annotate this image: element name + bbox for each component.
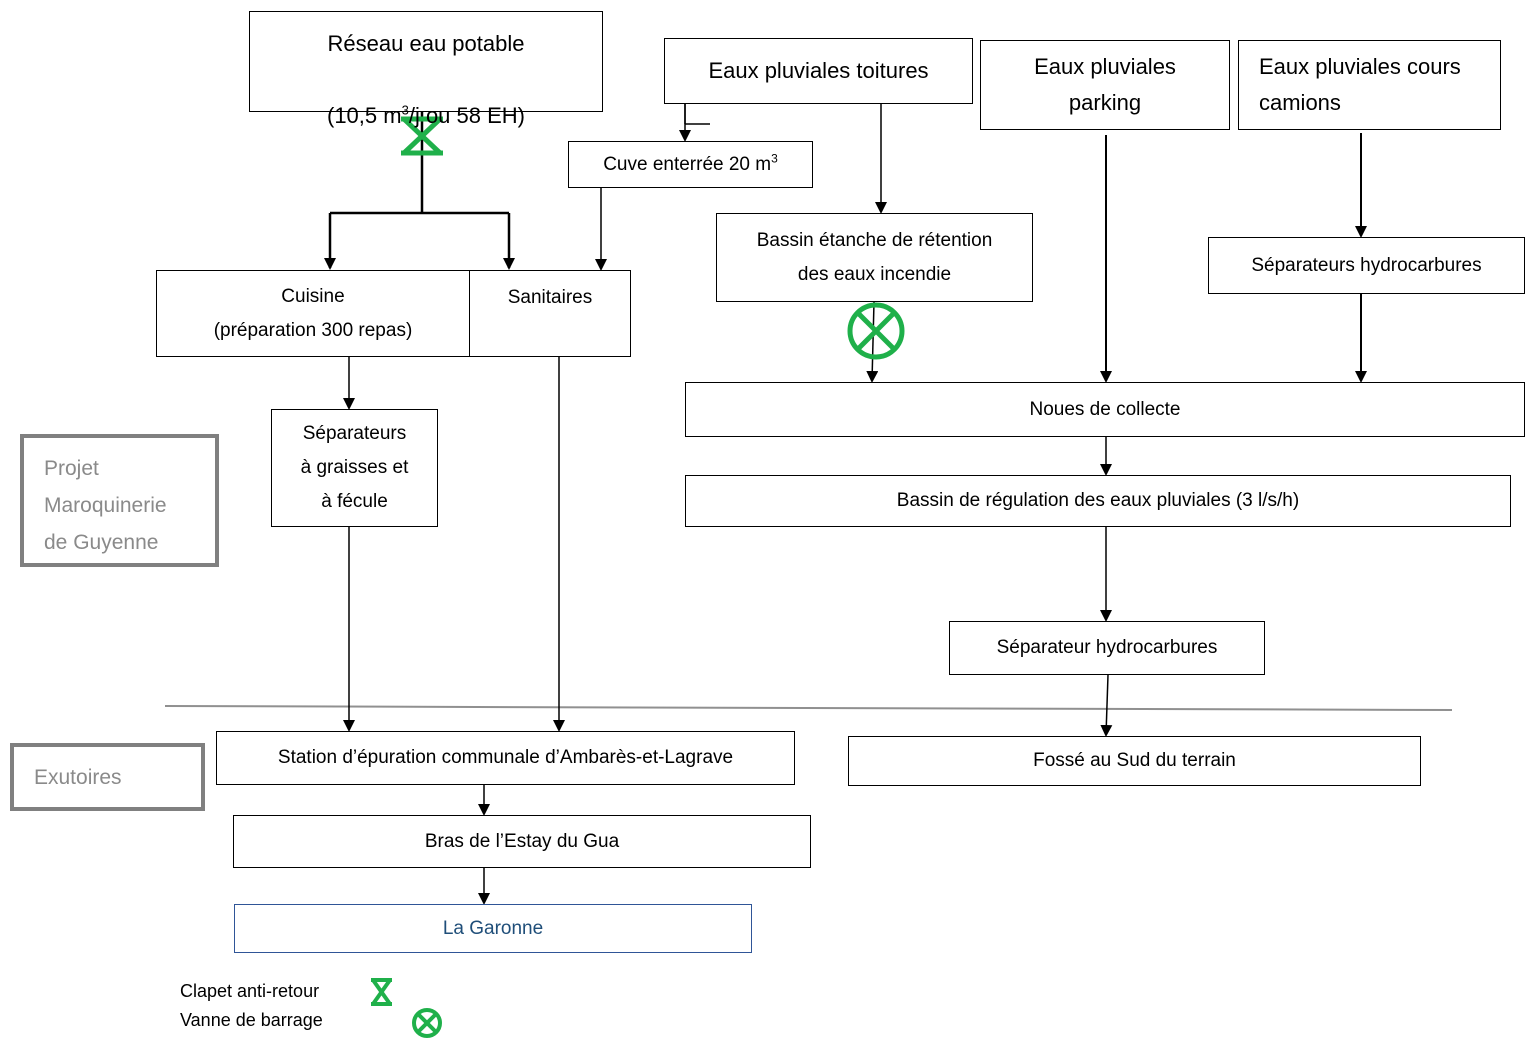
- clapet-anti-retour-icon: [401, 116, 443, 156]
- reseau-line1: Réseau eau potable: [327, 30, 525, 56]
- node-cuve-enterree: Cuve enterrée 20 m3: [568, 141, 813, 188]
- legend-clapet-icon: [371, 978, 392, 1006]
- cuve-text: Cuve enterrée 20 m: [603, 153, 772, 175]
- node-eaux-pluviales-cours-camions: Eaux pluviales cours camions: [1238, 40, 1501, 130]
- node-noues-de-collecte: Noues de collecte: [685, 382, 1525, 437]
- node-separateurs-graisses: Séparateurs à graisses et à fécule: [271, 409, 438, 527]
- node-bassin-etanche: Bassin étanche de rétention des eaux inc…: [716, 213, 1033, 302]
- node-station-epuration: Station d’épuration communale d’Ambarès-…: [216, 731, 795, 785]
- node-separateurs-hydrocarbures: Séparateurs hydrocarbures: [1208, 237, 1525, 294]
- node-bassin-regulation: Bassin de régulation des eaux pluviales …: [685, 475, 1511, 527]
- arrow-separateur-to-fosse: [1100, 674, 1113, 737]
- zone-exutoires: Exutoires: [10, 743, 205, 811]
- zone-projet: Projet Maroquinerie de Guyenne: [20, 434, 219, 567]
- vanne-de-barrage-icon: [847, 302, 905, 360]
- arrow-bassin-to-noues: [866, 301, 879, 383]
- reseau-line2-post: /j ou 58 EH): [408, 102, 525, 128]
- reseau-line2-pre: (10,5 m: [327, 102, 402, 128]
- cuve-sup: 3: [771, 151, 778, 166]
- legend-vanne-label: Vanne de barrage: [180, 1010, 323, 1030]
- node-la-garonne: La Garonne: [234, 904, 752, 953]
- reseau-line2-sup: 3: [401, 102, 409, 118]
- node-fosse-sud: Fossé au Sud du terrain: [848, 736, 1421, 786]
- legend-vanne-icon: [412, 1008, 442, 1038]
- node-reseau-eau-potable: Réseau eau potable (10,5 m3/j ou 58 EH): [249, 11, 603, 128]
- node-separateur-hydrocarbures: Séparateur hydrocarbures: [949, 621, 1265, 675]
- node-eaux-pluviales-parking: Eaux pluviales parking: [980, 40, 1230, 130]
- node-sanitaires: Sanitaires: [469, 270, 631, 357]
- legend-clapet-label: Clapet anti-retour: [180, 981, 320, 1001]
- node-cuisine: Cuisine (préparation 300 repas): [156, 270, 470, 357]
- zone-divider-line: [164, 705, 1453, 711]
- node-eaux-pluviales-toitures: Eaux pluviales toitures: [664, 38, 973, 104]
- node-bras-estay-du-gua: Bras de l’Estay du Gua: [233, 815, 811, 868]
